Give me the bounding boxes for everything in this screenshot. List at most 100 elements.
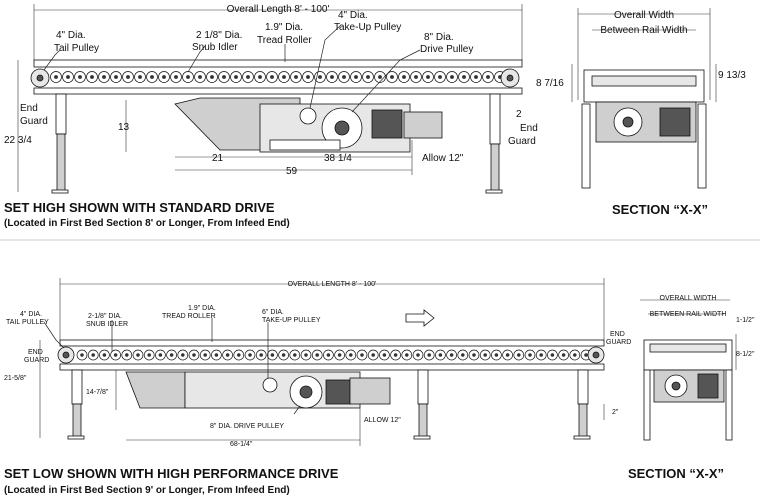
- bottom-drive-pulley-hub: [299, 385, 313, 399]
- bottom-section-between-rail: BETWEEN RAIL WIDTH: [650, 311, 727, 318]
- top-motor: [403, 111, 443, 139]
- bottom-end-guard-right-1: END: [610, 331, 625, 338]
- tread-roller-axle: [147, 353, 151, 357]
- bottom-tread-roller-label-1: 1.9" DIA.: [188, 305, 216, 312]
- tread-roller-axle: [259, 353, 263, 357]
- top-section-left-leg: [581, 103, 591, 189]
- top-drive-pulley-hub: [334, 120, 350, 136]
- top-lower-rail: [33, 87, 523, 95]
- tread-roller-axle: [158, 353, 163, 357]
- tread-roller-axle: [225, 353, 230, 357]
- tread-roller-axle: [210, 75, 214, 79]
- top-side-view: Overall Length 8' - 100' 4" Di: [4, 4, 538, 194]
- tread-roller-axle: [113, 353, 118, 357]
- bottom-right-leg-upper: [577, 369, 589, 405]
- bottom-snub-idler-label-1: 2-1/8" DIA.: [88, 313, 122, 320]
- tread-roller-axle: [102, 75, 106, 79]
- top-drive-pulley-label-1: 8" Dia.: [424, 32, 454, 43]
- bottom-overall-length-label: OVERALL LENGTH 8' - 100': [288, 281, 377, 288]
- tread-roller-axle: [561, 353, 566, 357]
- bottom-drive-pulley-leader: [293, 405, 301, 415]
- top-end-guard-right-2: Guard: [508, 136, 536, 147]
- top-end-guard-left-2: Guard: [20, 116, 48, 127]
- bottom-section-dim-top: 1-1/2": [736, 317, 755, 324]
- top-38-dim: 38 1/4: [324, 153, 352, 164]
- top-tail-pulley-label-2: Tail Pulley: [54, 43, 99, 54]
- top-upper-rail: [33, 59, 523, 68]
- tread-roller-axle: [54, 75, 58, 79]
- tread-roller-axle: [330, 75, 334, 79]
- bottom-take-up-pulley: [262, 377, 278, 393]
- flow-direction-arrow: [405, 309, 435, 327]
- top-right-leg-upper: [489, 93, 501, 145]
- top-59-dim: 59: [286, 166, 298, 177]
- bottom-right-foot: [573, 435, 591, 440]
- tread-roller-axle: [342, 75, 346, 79]
- tread-roller-axle: [258, 75, 262, 79]
- top-tread-roller-label-1: 1.9" Dia.: [265, 22, 303, 33]
- tread-roller-axle: [438, 353, 443, 357]
- bottom-title: SET LOW SHOWN WITH HIGH PERFORMANCE DRIV…: [4, 466, 339, 481]
- tread-roller-axle: [382, 353, 387, 357]
- bottom-take-up-label-2: TAKE-UP PULLEY: [262, 317, 321, 324]
- top-take-up-pulley: [299, 107, 317, 125]
- tread-roller-axle: [438, 75, 442, 79]
- tread-roller-axle: [306, 75, 310, 79]
- tread-roller-axle: [174, 75, 178, 79]
- tread-roller-axle: [186, 75, 190, 79]
- top-head-pulley-hub: [506, 74, 514, 82]
- bottom-lower-rail: [59, 363, 605, 371]
- tread-roller-axle: [315, 353, 319, 357]
- tread-roller-axle: [505, 353, 510, 357]
- bottom-mid-leg-lower: [418, 403, 428, 439]
- tread-roller-axle: [126, 75, 130, 79]
- tread-roller-axle: [102, 353, 107, 357]
- bottom-take-up-label-1: 6" DIA.: [262, 309, 284, 316]
- tread-roller-axle: [246, 75, 250, 79]
- tread-roller-axle: [405, 353, 409, 357]
- bottom-section-title: SECTION “X-X”: [628, 466, 724, 481]
- tread-roller-axle: [486, 75, 490, 79]
- top-section-dim-right: 9 13/3: [718, 70, 746, 81]
- bottom-mid-foot: [413, 435, 431, 440]
- bottom-end-guard-left-2: GUARD: [24, 357, 49, 364]
- top-13-dim: 13: [118, 122, 130, 133]
- tread-roller-axle: [450, 75, 454, 79]
- tread-roller-axle: [366, 75, 370, 79]
- top-section-dim-left: 8 7/16: [536, 78, 564, 89]
- tread-roller-axle: [414, 75, 418, 79]
- bottom-right-leg-lower: [578, 403, 588, 439]
- top-right-foot: [485, 189, 503, 194]
- top-snub-idler-label-2: Snub Idler: [192, 42, 238, 53]
- tread-roller-axle: [281, 353, 286, 357]
- top-left-leg-upper: [55, 93, 67, 135]
- bottom-snub-idler-label-2: SNUB IDLER: [86, 321, 128, 328]
- top-allow-label: Allow 12": [422, 153, 464, 164]
- bottom-section-dim-mid: 8-1/2": [736, 351, 755, 358]
- bottom-height-dim: 21-5/8": [4, 375, 27, 382]
- top-take-up-leader: [309, 25, 341, 109]
- tread-roller-axle: [125, 353, 129, 357]
- bottom-section-right-leg: [725, 369, 733, 441]
- top-section-between-rail: Between Rail Width: [600, 25, 687, 36]
- tread-roller-axle: [270, 75, 274, 79]
- tread-roller-axle: [378, 75, 382, 79]
- top-section-belt: [591, 75, 697, 87]
- bottom-tail-pulley-hub: [62, 351, 70, 359]
- top-gear-reducer: [371, 109, 403, 139]
- tread-roller-axle: [318, 75, 322, 79]
- top-21-dim: 21: [212, 153, 224, 164]
- tread-roller-axle: [337, 353, 342, 357]
- tread-roller-axle: [427, 353, 431, 357]
- top-tread-roller-label-2: Tread Roller: [257, 35, 312, 46]
- bottom-end-guard-left-1: END: [28, 349, 43, 356]
- tread-roller-axle: [371, 353, 375, 357]
- tread-roller-axle: [80, 353, 84, 357]
- tread-roller-axle: [539, 353, 543, 357]
- tread-roller-axle: [472, 353, 476, 357]
- bottom-subtitle: (Located in First Bed Section 9' or Long…: [4, 485, 290, 496]
- tread-roller-axle: [237, 353, 241, 357]
- top-snub-idler-label-1: 2 1/8" Dia.: [196, 30, 242, 41]
- bottom-section-overall-width: OVERALL WIDTH: [660, 295, 717, 302]
